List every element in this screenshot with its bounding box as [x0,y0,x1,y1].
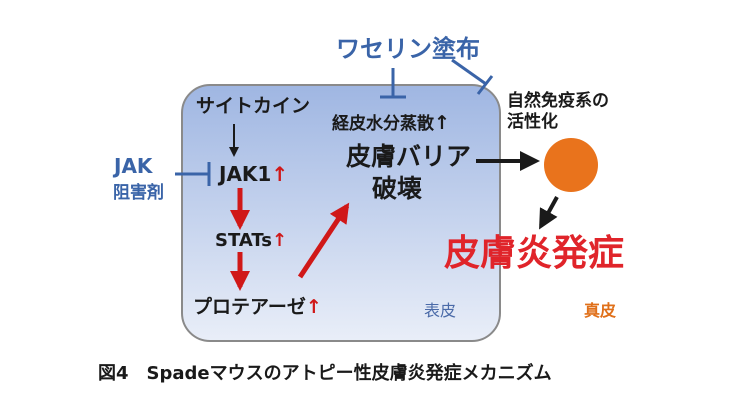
vaseline-immunity-inhibition-bar [451,58,494,95]
stats-text: STATs [215,230,272,251]
tewl-up-arrow: ↑ [434,112,450,134]
natural-immunity-label-line2: 活性化 [507,112,558,132]
jak1-text: JAK1 [219,162,272,186]
dermis-to-dermatitis-arrow [539,196,559,230]
jak1-up-arrow: ↑ [271,162,289,186]
vaseline-label: ワセリン塗布 [336,35,480,63]
stats-up-arrow: ↑ [271,230,288,251]
jak-inhibitor-label-line1: JAK [114,154,153,178]
dermis-circle [544,138,598,192]
barrier-label-line1: 皮膚バリア [346,142,472,171]
protease-text: プロテアーゼ [193,296,306,318]
protease-up-arrow: ↑ [305,296,322,318]
protease-to-barrier-arrow [297,202,350,279]
cytokine-label: サイトカイン [196,95,311,117]
jak-inhibition-bar [175,162,211,186]
tewl-text: 経皮水分蒸散 [332,114,434,134]
epidermis-label: 表皮 [424,301,457,320]
tewl-label: 経皮水分蒸散↑ [332,114,450,133]
vaseline-inhibition-bar [380,68,406,99]
protease-label: プロテアーゼ↑ [193,298,322,317]
stats-label: STATs↑ [215,232,287,250]
figure-caption: 図4 Spadeマウスのアトピー性皮膚炎発症メカニズム [98,363,552,384]
jak1-label: JAK1↑ [219,164,288,184]
dermis-label: 真皮 [584,301,617,320]
barrier-label-line2: 破壊 [372,174,423,203]
dermatitis-label: 皮膚炎発症 [444,233,625,274]
jak-inhibitor-label-line2: 阻害剤 [113,183,164,203]
natural-immunity-label-line1: 自然免疫系の [507,91,609,111]
